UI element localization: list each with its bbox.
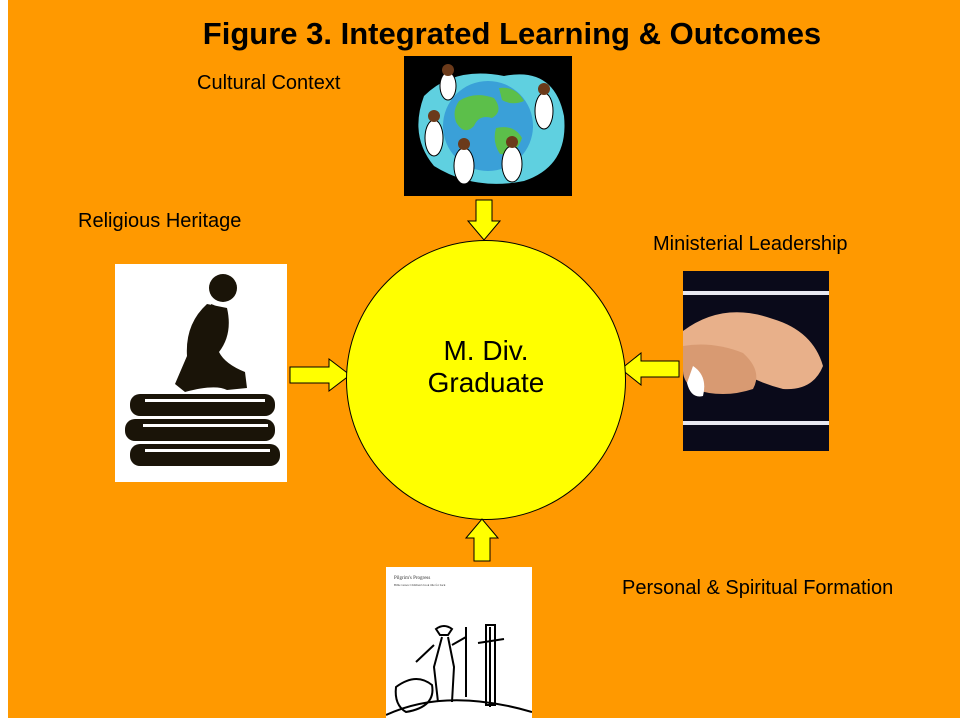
arrow-down-icon — [467, 199, 501, 241]
node-label-religious-heritage: Religious Heritage — [78, 210, 242, 232]
pilgrim-caption-subtitle: Bible verses: Children's book title for … — [394, 583, 446, 587]
globe-with-people-image — [404, 56, 572, 196]
node-label-cultural-context: Cultural Context — [197, 72, 341, 94]
arrow-right-icon — [289, 358, 351, 392]
center-label-line-2: Graduate — [427, 367, 545, 398]
arrow-left-icon — [620, 352, 680, 386]
arrow-up-icon — [465, 518, 499, 562]
slide-background: Figure 3. Integrated Learning & Outcomes… — [8, 0, 960, 718]
pilgrim-caption-title: Pilgrim's Progress — [394, 576, 430, 581]
center-label: M. Div. Graduate — [346, 335, 626, 399]
center-label-line-1: M. Div. — [443, 335, 529, 366]
thinker-on-books-image — [115, 264, 287, 482]
node-label-personal-spiritual-formation: Personal & Spiritual Formation — [622, 577, 894, 599]
center-circle — [346, 240, 626, 520]
node-label-ministerial-leadership: Ministerial Leadership — [653, 233, 848, 255]
foot-washing-image — [683, 271, 829, 451]
figure-title: Figure 3. Integrated Learning & Outcomes — [202, 16, 822, 51]
pilgrim-at-cross-image: Pilgrim's Progress Bible verses: Childre… — [386, 567, 532, 718]
